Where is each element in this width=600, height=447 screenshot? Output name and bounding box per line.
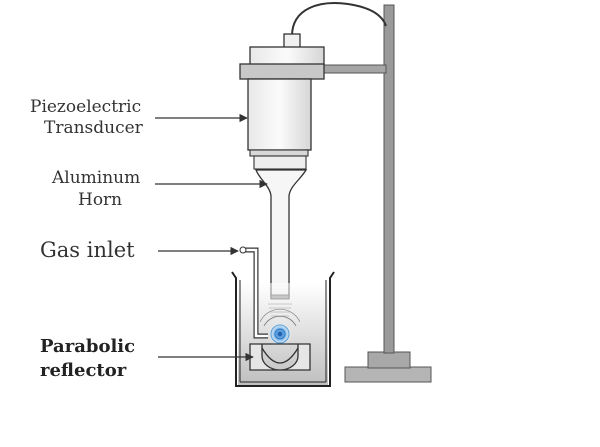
support-stand bbox=[321, 4, 432, 383]
label-transducer-line2: Transducer bbox=[44, 118, 144, 138]
label-reflector-line1: Parabolic bbox=[40, 336, 135, 357]
piezoelectric-transducer bbox=[239, 33, 325, 170]
label-reflector-line2: reflector bbox=[40, 360, 127, 381]
parabolic-reflector bbox=[249, 343, 311, 371]
label-horn-line1: Aluminum bbox=[51, 168, 140, 188]
label-horn-line2: Horn bbox=[78, 190, 122, 210]
label-gas-inlet: Gas inlet bbox=[40, 238, 135, 262]
label-transducer-line1: Piezoelectric bbox=[30, 97, 141, 117]
transducer-cable bbox=[291, 2, 387, 37]
gas-inlet-tube bbox=[239, 246, 268, 339]
cavitation-bubble bbox=[259, 308, 301, 346]
